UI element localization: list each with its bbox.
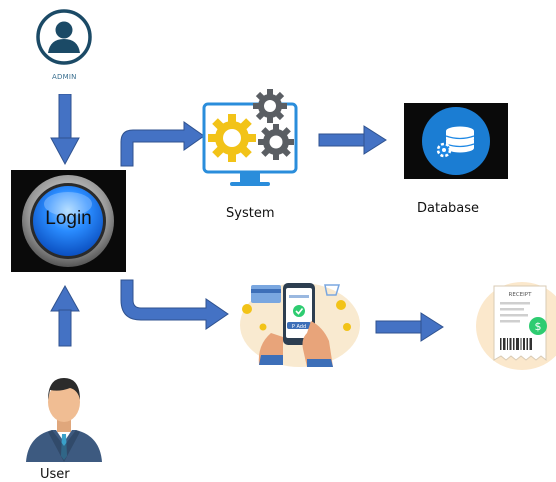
payment-phone-text: P Add: [292, 324, 306, 330]
receipt-illustration: RECEIPT $: [474, 276, 556, 372]
receipt-label: RECEIPT: [509, 292, 533, 298]
arrow-login-to-payment: [120, 279, 229, 330]
system-icon: [200, 88, 300, 196]
arrow-user-to-login: [50, 285, 80, 347]
arrow-payment-to-receipt: [375, 312, 444, 342]
user-label: User: [40, 467, 70, 482]
admin-icon: [36, 9, 92, 65]
arrow-system-to-database: [318, 125, 387, 155]
database-icon: [404, 103, 508, 179]
login-button[interactable]: Login: [11, 170, 126, 272]
login-label: Login: [45, 208, 92, 229]
receipt-dollar-icon: $: [535, 320, 542, 333]
user-icon: [22, 370, 106, 462]
system-label: System: [226, 206, 275, 221]
arrow-admin-to-login: [50, 94, 80, 166]
arrow-login-to-system: [120, 121, 205, 167]
payment-illustration: P Add: [237, 275, 363, 369]
admin-label: ADMIN: [52, 73, 77, 81]
database-label: Database: [417, 201, 480, 216]
